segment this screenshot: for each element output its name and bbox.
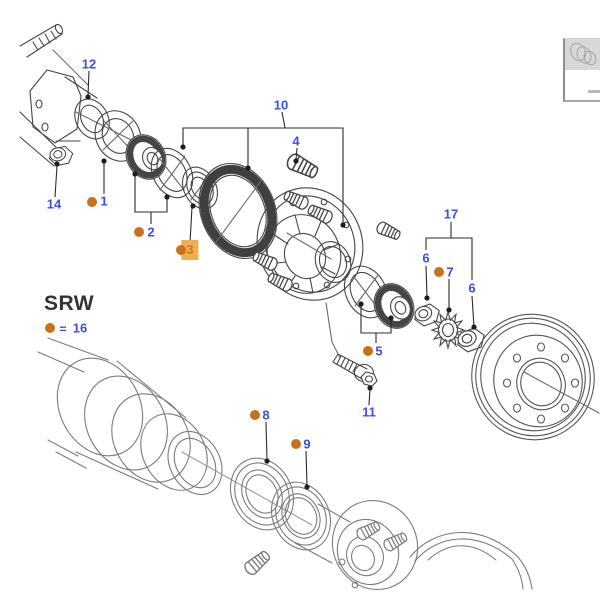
callout-3-highlighted[interactable]: 3 xyxy=(181,240,199,260)
legend-marker-dot xyxy=(45,323,55,333)
callout-5[interactable]: 5 xyxy=(375,343,383,359)
part-8-bearing xyxy=(229,457,295,531)
callout-11[interactable]: 11 xyxy=(362,404,376,420)
part-4-wheel-stud xyxy=(284,151,321,182)
upper-hub-assembly xyxy=(19,23,600,441)
axle-flange xyxy=(241,500,419,590)
part-7-lock-washer xyxy=(430,309,466,351)
lower-brake-drum-edge xyxy=(409,531,533,590)
callout-leader-lines xyxy=(54,70,475,487)
callout-6-inner[interactable]: 6 xyxy=(422,250,430,266)
axle-boot xyxy=(37,337,313,526)
part-11-bolt xyxy=(325,302,378,387)
callout-1[interactable]: 1 xyxy=(100,193,108,209)
thumbnail-caption-dash xyxy=(588,90,600,93)
callout-6-outer[interactable]: 6 xyxy=(468,280,476,296)
axle-shaft-end xyxy=(19,23,89,86)
variant-label-srw: SRW xyxy=(44,292,95,315)
part-5-outer-bearing xyxy=(343,265,421,335)
brake-drum xyxy=(471,313,600,441)
page-thumbnail[interactable] xyxy=(563,38,600,102)
marker-dot-9 xyxy=(291,439,301,449)
callout-14[interactable]: 14 xyxy=(46,196,62,212)
marker-dot-5 xyxy=(363,346,373,356)
callout-9[interactable]: 9 xyxy=(303,436,311,452)
part-12-spindle xyxy=(29,69,140,145)
callout-16-legend[interactable]: 16 xyxy=(72,320,88,336)
part-9-seal xyxy=(270,481,332,551)
callout-10[interactable]: 10 xyxy=(273,97,289,113)
callout-12[interactable]: 12 xyxy=(81,56,97,72)
part-2-inner-bearing xyxy=(118,128,194,199)
part-10-hub xyxy=(250,187,403,301)
callout-anchor-dots xyxy=(54,94,477,490)
marker-dot-1 xyxy=(87,197,97,207)
marker-dot-2 xyxy=(134,227,144,237)
abs-tone-ring xyxy=(198,162,278,260)
marker-dot-3 xyxy=(176,245,186,255)
callout-7[interactable]: 7 xyxy=(446,264,454,280)
marker-dot-7 xyxy=(434,267,444,277)
legend-equals: = xyxy=(59,322,67,336)
callout-4[interactable]: 4 xyxy=(292,133,300,149)
thumbnail-image xyxy=(565,39,600,70)
callout-8[interactable]: 8 xyxy=(262,407,270,423)
callout-17[interactable]: 17 xyxy=(443,206,459,222)
srw-axle-assembly xyxy=(37,337,533,590)
callout-2[interactable]: 2 xyxy=(147,224,155,240)
marker-dot-8 xyxy=(250,410,260,420)
